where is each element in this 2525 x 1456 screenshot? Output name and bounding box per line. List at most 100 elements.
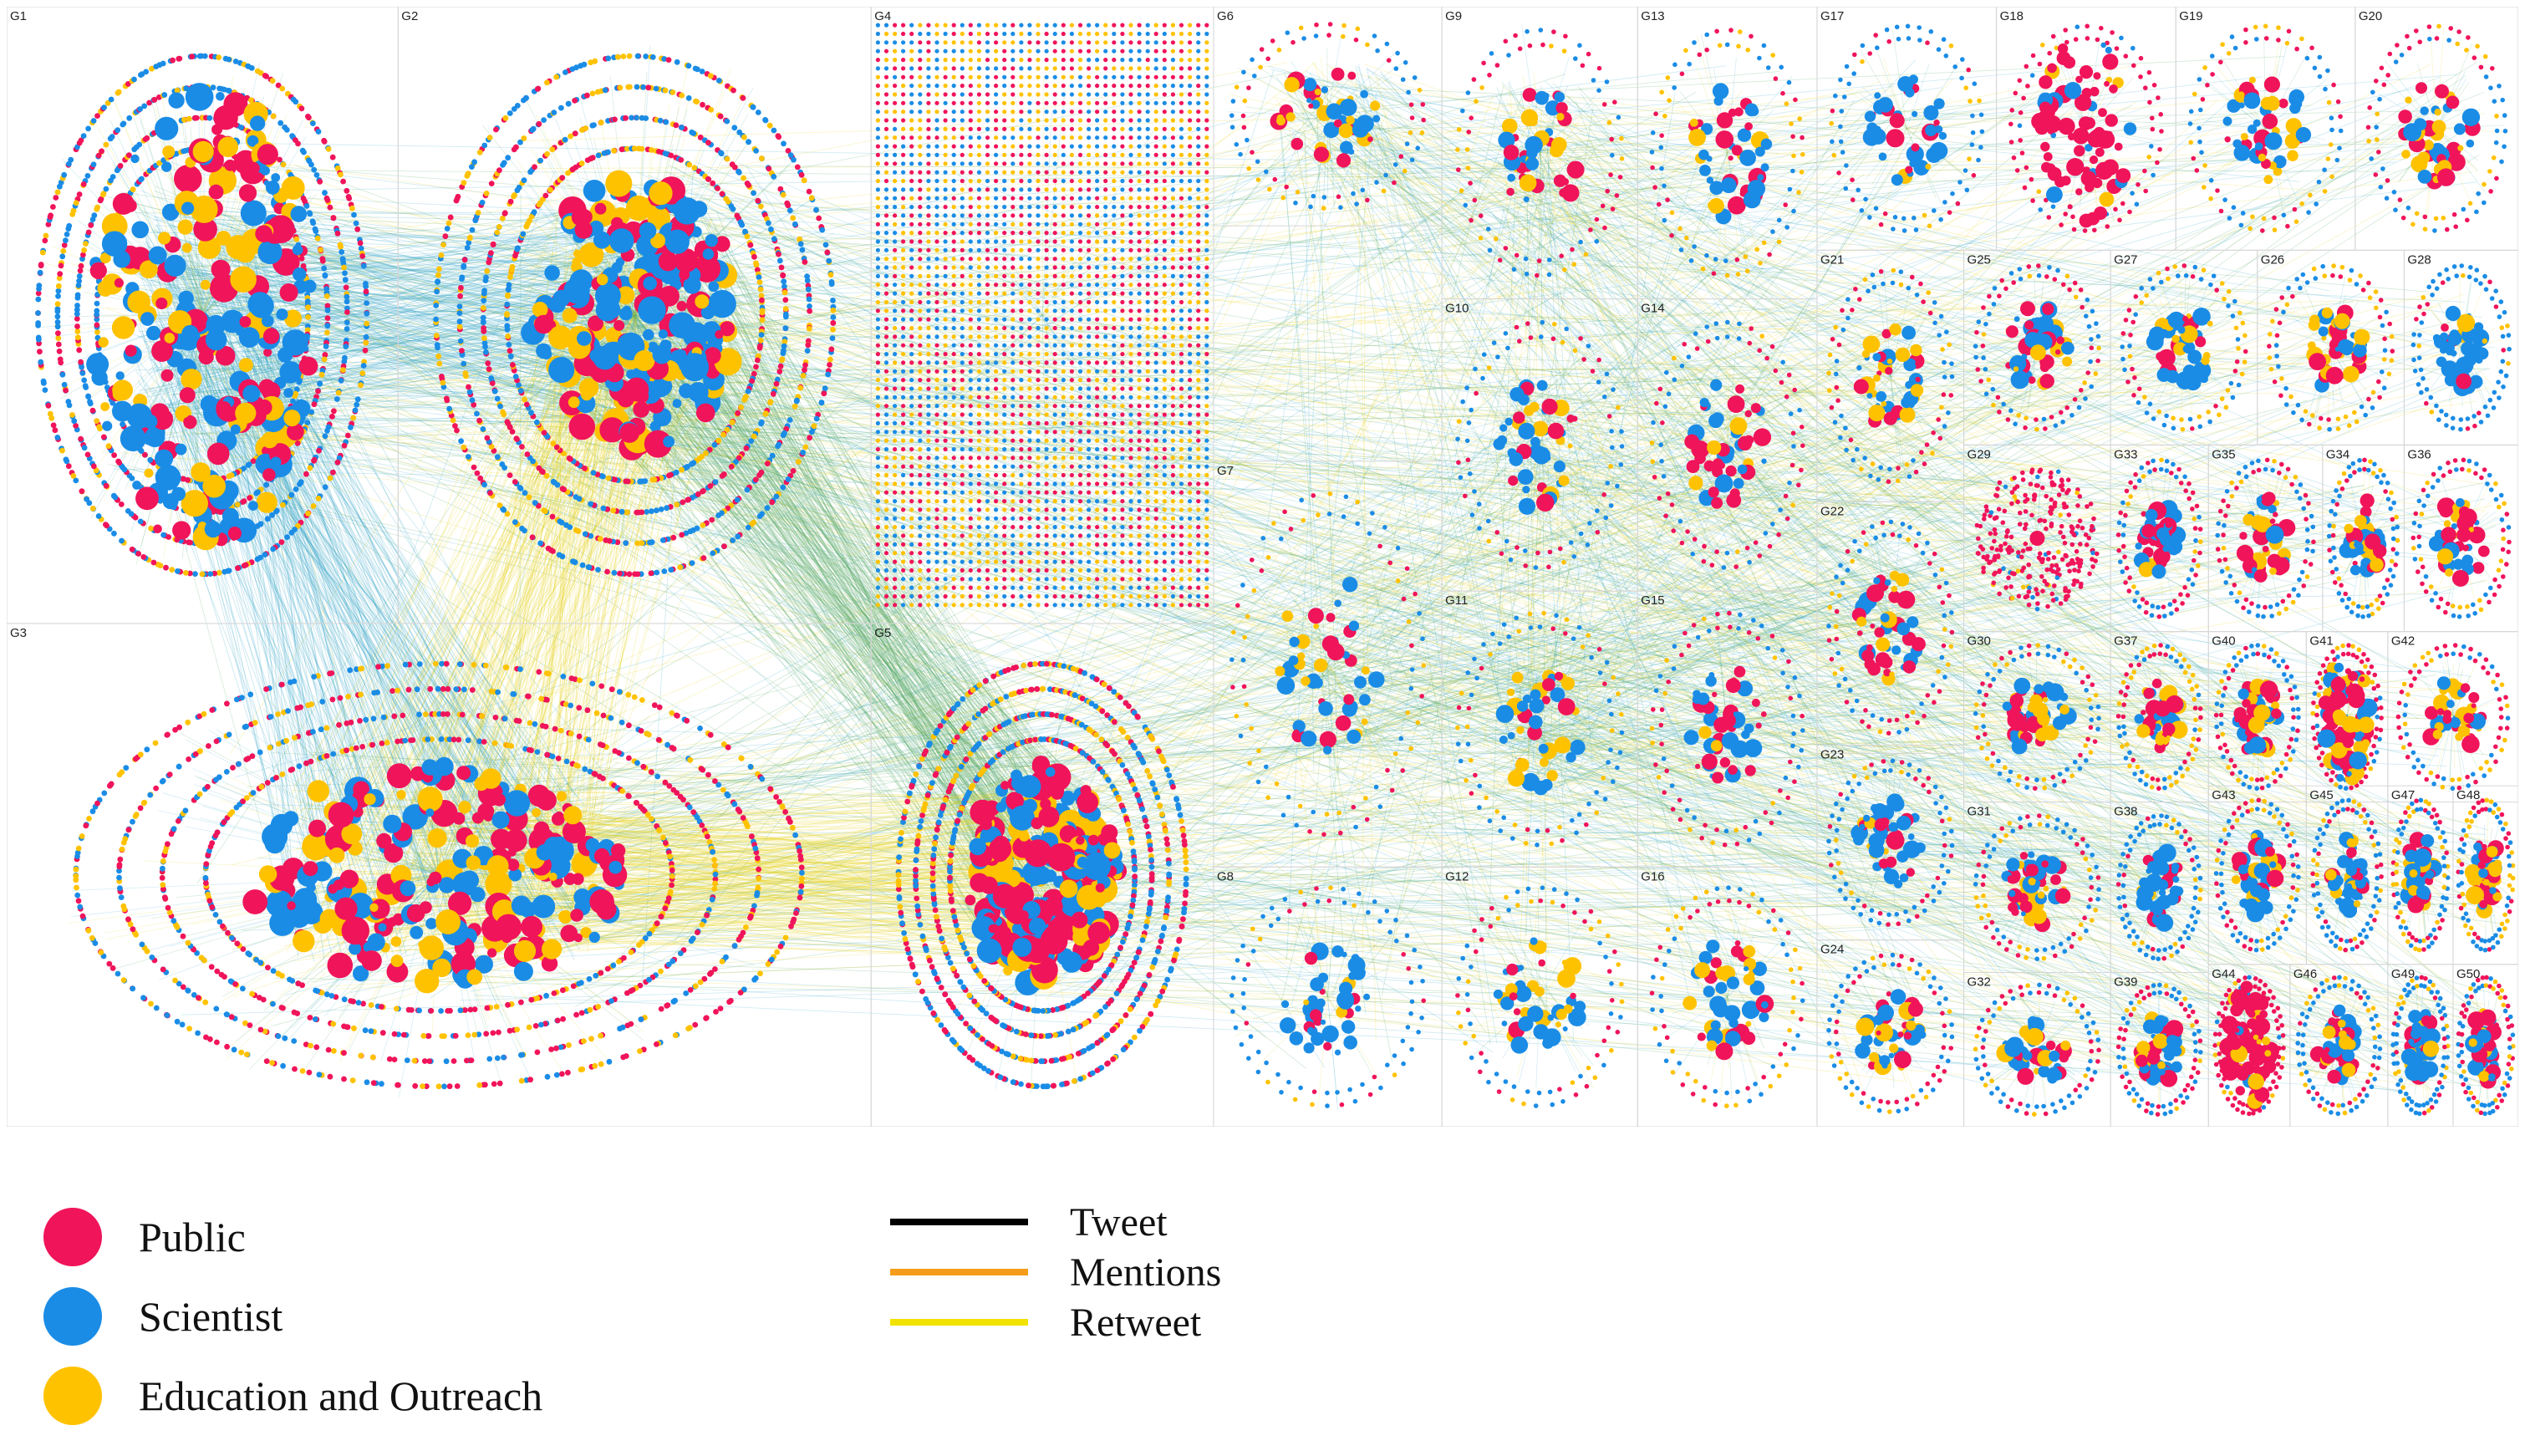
node-519 [344,309,350,315]
edge-355 [1507,399,1557,795]
node-653 [74,292,81,298]
edge-226 [1572,165,2064,552]
edge-302 [687,335,2081,848]
node-102 [70,473,77,479]
node-231 [325,145,332,152]
node-227 [315,129,322,135]
node-105 [64,458,70,465]
node-388 [54,319,61,325]
edge-65 [975,886,2336,962]
node-360 [90,463,97,470]
edge-34 [1058,989,2252,1000]
node-852 [181,476,187,482]
node-501 [330,215,337,221]
node-400 [59,253,66,260]
node-115 [45,402,52,409]
edge-160 [1510,379,2467,924]
edge-410 [1530,681,2248,1016]
edge-384 [1330,66,2459,355]
node-713 [193,115,200,121]
edge-13 [1525,695,2482,1084]
node-134 [36,283,43,288]
edge-174 [226,430,1904,786]
edge-422 [123,399,1302,620]
node-71 [175,568,181,574]
edge-45 [1030,989,1503,1035]
edge-92 [960,761,2428,889]
edge-361 [224,305,2206,401]
node-834 [226,473,232,480]
edge-775 [520,140,2410,261]
node-142 [42,237,48,244]
node-536 [315,388,321,395]
node-648 [74,316,80,322]
edge-78 [155,225,2297,368]
edge-48 [1568,414,1766,1012]
node-272 [338,378,344,384]
edge-155 [1064,290,2308,762]
edge-79 [1565,525,1596,687]
node-385 [55,330,61,337]
node-634 [82,383,89,389]
node-215 [279,85,286,92]
edge-371 [1516,586,2165,797]
node-744 [280,161,287,168]
edge-143 [1581,461,2324,1077]
node-709 [181,116,187,123]
node-566 [255,489,261,496]
node-162 [85,125,91,132]
node-402 [61,242,68,248]
edge-358 [1288,129,1508,973]
edge-130 [585,94,2278,249]
node-504 [334,230,341,237]
node-517 [344,298,350,305]
node-223 [306,115,312,121]
edge-132 [108,464,1686,806]
edge-62 [136,424,2173,1071]
edge-46 [1331,396,1520,997]
node-486 [301,149,307,155]
node-237 [340,178,346,185]
node-83 [129,546,135,552]
node-376 [63,387,69,394]
node-15 [352,407,359,414]
node-476 [270,113,277,120]
node-122 [38,359,44,365]
node-373 [66,402,73,409]
edge-196 [227,281,2473,1089]
node-907 [94,322,100,328]
node-662 [80,252,86,258]
edge-268 [1500,233,1754,425]
edge-30 [1558,425,2001,866]
edge-109 [624,262,2281,922]
node-92 [95,513,102,519]
node-170 [108,96,115,103]
node-123 [37,349,43,355]
edge-315 [1372,96,1909,881]
node-779 [324,307,331,313]
edge-334 [312,104,1890,884]
edge-257 [1535,125,1749,716]
edge-437 [1520,93,1699,988]
edge-370 [546,130,1746,812]
edge-112 [1067,400,2308,841]
edge-280 [221,162,2360,322]
node-728 [238,125,244,130]
node-285 [316,447,322,454]
node-620 [105,443,112,449]
node-492 [313,172,320,178]
node-419 [90,161,97,168]
node-50 [257,554,263,561]
node-147 [50,204,56,210]
edge-22 [1362,557,2048,639]
edge-225 [1493,155,1876,601]
node-81 [135,551,142,557]
edge-287 [1526,232,1677,756]
node-399 [58,262,64,269]
edge-209 [1545,676,2037,1037]
edge-105 [1569,56,2285,91]
edge-153 [666,123,1335,303]
node-140 [39,249,46,256]
node-33 [310,503,317,509]
node-646 [74,328,81,334]
